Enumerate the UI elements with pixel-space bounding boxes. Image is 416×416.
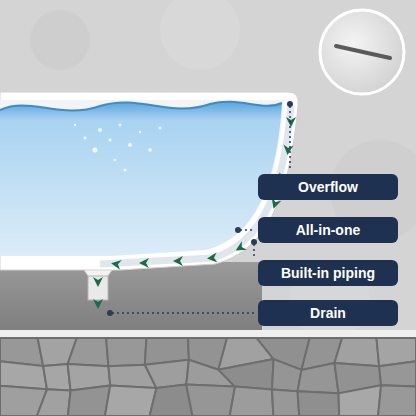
flow-arrow [110, 258, 122, 270]
stone-tile [43, 364, 70, 391]
stone-tile [298, 391, 340, 416]
stone-tile [272, 359, 302, 391]
stone-tile [298, 363, 339, 393]
pill-label: Overflow [298, 179, 358, 196]
stone-floor [0, 338, 416, 416]
stone-tile [378, 385, 416, 416]
flow-arrow [139, 258, 149, 268]
stone-pattern [0, 338, 416, 416]
stone-tile [145, 360, 189, 388]
pill-label: Drain [310, 305, 346, 322]
label-pill: Drain [258, 300, 398, 326]
stone-tile [379, 361, 416, 386]
water [0, 102, 282, 256]
stone-tile [339, 385, 382, 416]
stone-tile [37, 389, 71, 416]
floor-slab [0, 262, 262, 334]
stone-tile [68, 385, 110, 416]
stone-tile [218, 359, 273, 390]
stone-tile [150, 385, 193, 416]
flow-arrow [93, 299, 103, 309]
stone-tile [105, 385, 157, 416]
flow-arrow [233, 241, 247, 255]
bubbles [74, 124, 162, 172]
stone-tile [230, 387, 274, 416]
flow-arrow [283, 145, 294, 156]
water-surface [0, 102, 282, 111]
stone-tile [68, 338, 109, 366]
label-pill: All-in-one [258, 217, 398, 243]
label-pill: Built-in piping [258, 260, 398, 286]
flow-arrow [286, 117, 296, 127]
stone-tile [272, 390, 299, 416]
pill-label: Built-in piping [281, 265, 375, 282]
overflow-slot [336, 46, 390, 58]
tub-cavity [0, 100, 284, 256]
label-pill: Overflow [258, 174, 398, 200]
flow-arrow [173, 256, 183, 266]
floor-edge [0, 330, 416, 338]
stone-tile [0, 361, 47, 389]
flow-arrow [207, 253, 218, 264]
stone-tile [106, 338, 146, 366]
tub-shell [0, 92, 298, 270]
pill-label: All-in-one [296, 222, 361, 239]
stone-tile [186, 385, 235, 416]
stone-tile [334, 338, 379, 366]
inset-circle [320, 10, 404, 94]
flow-arrow [93, 277, 103, 287]
